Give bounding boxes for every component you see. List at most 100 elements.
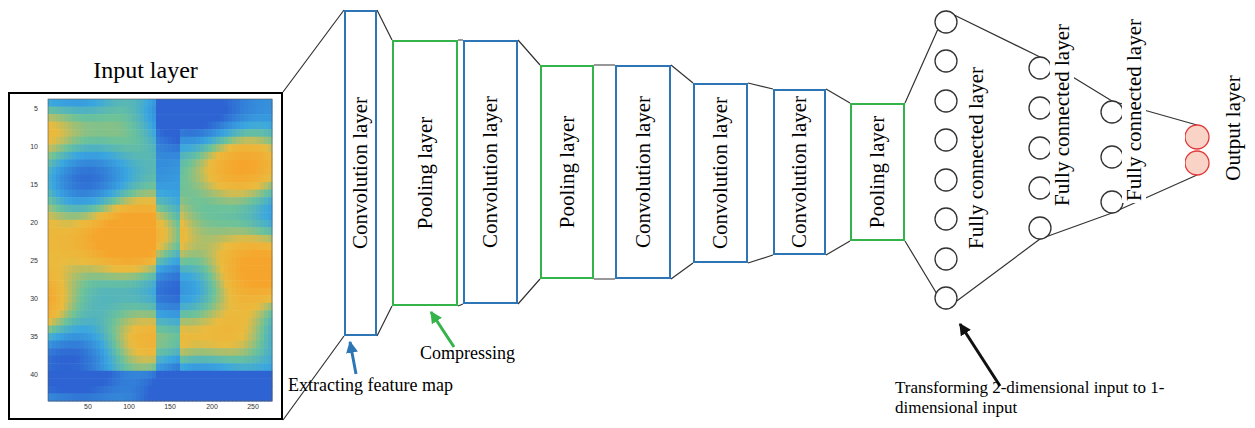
spectrogram-cell <box>108 99 113 107</box>
spectrogram-cell <box>64 205 69 213</box>
spectrogram-cell <box>192 197 197 205</box>
spectrogram-cell <box>104 122 109 130</box>
spectrogram-cell <box>72 175 77 183</box>
spectrogram-cell <box>52 227 57 235</box>
spectrogram-cell <box>64 356 69 364</box>
spectrogram-cell <box>184 288 189 296</box>
spectrogram-cell <box>72 265 77 273</box>
spectrogram-cell <box>96 227 101 235</box>
spectrogram-cell <box>64 167 69 175</box>
spectrogram-cell <box>192 227 197 235</box>
spectrogram-cell <box>72 182 77 190</box>
spectrogram-cell <box>140 333 145 341</box>
layer-heading: Input layer <box>8 57 283 84</box>
spectrogram-cell <box>116 341 121 349</box>
spectrogram-cell <box>196 280 201 288</box>
spectrogram-cell <box>112 333 117 341</box>
spectrogram-cell <box>120 175 125 183</box>
spectrogram-cell <box>68 227 73 235</box>
spectrogram-cell <box>216 265 221 273</box>
spectrogram-cell <box>248 273 253 281</box>
spectrogram-cell <box>148 288 153 296</box>
spectrogram-cell <box>260 333 265 341</box>
spectrogram-cell <box>72 333 77 341</box>
spectrogram-cell <box>224 258 229 266</box>
spectrogram-cell <box>216 348 221 356</box>
spectrogram-cell <box>252 182 257 190</box>
spectrogram-cell <box>248 212 253 220</box>
spectrogram-cell <box>128 227 133 235</box>
spectrogram-cell <box>240 318 245 326</box>
spectrogram-cell <box>120 265 125 273</box>
spectrogram-cell <box>188 137 193 145</box>
spectrogram-cell <box>92 107 97 115</box>
spectrogram-cell <box>240 303 245 311</box>
spectrogram-cell <box>88 137 93 145</box>
spectrogram-cell <box>92 273 97 281</box>
spectrogram-cell <box>140 265 145 273</box>
spectrogram-cell <box>212 167 217 175</box>
spectrogram-cell <box>84 144 89 152</box>
spectrogram-cell <box>104 265 109 273</box>
spectrogram-cell <box>100 235 105 243</box>
spectrogram-cell <box>212 122 217 130</box>
spectrogram-cell <box>60 107 65 115</box>
spectrogram-cell <box>240 258 245 266</box>
spectrogram-cell <box>244 280 249 288</box>
spectrogram-cell <box>160 182 165 190</box>
spectrogram-cell <box>204 318 209 326</box>
spectrogram-cell <box>256 295 261 303</box>
spectrogram-cell <box>244 326 249 334</box>
spectrogram-cell <box>132 265 137 273</box>
spectrogram-cell <box>68 159 73 167</box>
spectrogram-cell <box>120 295 125 303</box>
spectrogram-cell <box>80 167 85 175</box>
spectrogram-cell <box>124 99 129 107</box>
spectrogram-cell <box>260 144 265 152</box>
spectrogram-cell <box>180 265 185 273</box>
spectrogram-cell <box>68 175 73 183</box>
spectrogram-cell <box>88 152 93 160</box>
spectrogram-cell <box>220 295 225 303</box>
spectrogram-cell <box>192 265 197 273</box>
spectrogram-cell <box>152 265 157 273</box>
spectrogram-cell <box>236 144 241 152</box>
spectrogram-cell <box>248 197 253 205</box>
spectrogram-cell <box>228 122 233 130</box>
spectrogram-cell <box>148 318 153 326</box>
spectrogram-cell <box>60 197 65 205</box>
spectrogram-cell <box>132 167 137 175</box>
spectrogram-cell <box>224 182 229 190</box>
spectrogram-cell <box>180 205 185 213</box>
spectrogram-cell <box>248 129 253 137</box>
spectrogram-cell <box>88 175 93 183</box>
spectrogram-cell <box>128 258 133 266</box>
spectrogram-cell <box>68 348 73 356</box>
spectrogram-cell <box>260 265 265 273</box>
spectrogram-cell <box>124 144 129 152</box>
spectrogram-cell <box>212 326 217 334</box>
spectrogram-cell <box>120 273 125 281</box>
spectrogram-cell <box>152 197 157 205</box>
spectrogram-cell <box>160 318 165 326</box>
spectrogram-cell <box>108 318 113 326</box>
spectrogram-cell <box>52 122 57 130</box>
spectrogram-cell <box>168 303 173 311</box>
spectrogram-cell <box>200 310 205 318</box>
spectrogram-cell <box>228 175 233 183</box>
spectrogram-cell <box>248 242 253 250</box>
spectrogram-cell <box>200 152 205 160</box>
layer-connector <box>748 83 773 263</box>
spectrogram-cell <box>184 273 189 281</box>
spectrogram-cell <box>200 144 205 152</box>
spectrogram-cell <box>240 220 245 228</box>
spectrogram-cell <box>160 303 165 311</box>
spectrogram-cell <box>236 265 241 273</box>
spectrogram-cell <box>176 295 181 303</box>
spectrogram-cell <box>228 227 233 235</box>
spectrogram-cell <box>232 220 237 228</box>
spectrogram-cell <box>136 356 141 364</box>
spectrogram-cell <box>140 326 145 334</box>
spectrogram-cell <box>124 273 129 281</box>
spectrogram-cell <box>52 273 57 281</box>
